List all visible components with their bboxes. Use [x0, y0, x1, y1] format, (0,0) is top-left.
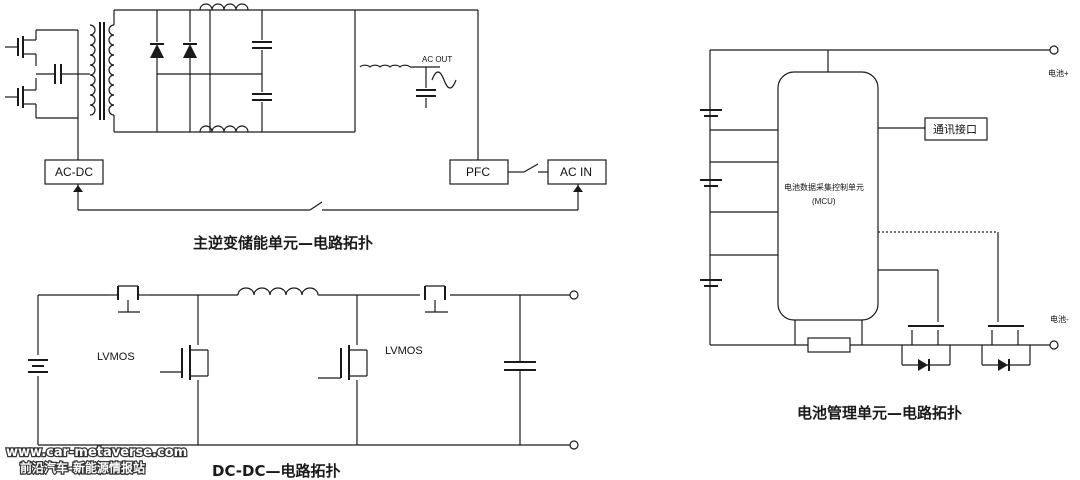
bms-protection-mosfet-2	[981, 325, 1031, 371]
bms-cell-3	[700, 279, 722, 287]
ac-out-sine-icon	[431, 71, 457, 89]
inverter-topology: AC OUT PFC AC IN AC-DC 主逆变储能单元—电路拓扑	[5, 3, 607, 252]
inverter-mosfet-bottom	[5, 78, 78, 119]
ac-dc-label: AC-DC	[55, 165, 93, 179]
mcu-label-line1: 电池数据采集控制单元	[784, 182, 864, 192]
dcdc-caption: DC-DC—电路拓扑	[212, 462, 341, 480]
current-sense-resistor	[807, 337, 851, 353]
comm-interface-label: 通讯接口	[933, 123, 977, 136]
inverter-transformer	[78, 10, 115, 132]
watermark: www.car-metaverse.com 前沿汽车-新能源情报站	[5, 444, 189, 477]
inverter-diode-right	[183, 10, 197, 132]
mcu-label-line2: (MCU)	[812, 197, 836, 206]
comm-interface-box	[924, 117, 988, 141]
battery-neg-terminal	[1049, 340, 1059, 350]
feedback-switch	[309, 201, 323, 211]
pfc-switch	[523, 163, 539, 173]
bms-topology: 电池+ 电池数据采集控制单元 (MCU) 通讯接口	[700, 45, 1069, 422]
watermark-subtitle: 前沿汽车-新能源情报站	[20, 460, 145, 475]
dcdc-mosfet-low-right	[318, 345, 368, 380]
bms-caption: 电池管理单元—电路拓扑	[797, 404, 962, 422]
dcdc-mosfet-high-left	[108, 285, 150, 313]
ac-dc-box	[44, 159, 104, 185]
bms-protection-mosfet-1	[901, 325, 951, 371]
dcdc-out-neg-terminal	[569, 440, 579, 450]
lvmos-right-label: LVMOS	[385, 345, 423, 357]
dcdc-inductor	[237, 287, 319, 296]
inverter-inductor-top	[199, 3, 249, 11]
bms-cell-1	[700, 109, 722, 117]
inverter-input-capacitor	[36, 64, 78, 84]
ac-in-label: AC IN	[560, 165, 592, 179]
ac-out-label: AC OUT	[422, 55, 452, 64]
dcdc-topology: LVMOS LVMOS DC-DC—电路拓扑	[28, 285, 579, 480]
dcdc-out-pos-terminal	[569, 290, 579, 300]
watermark-url: www.car-metaverse.com	[6, 445, 187, 460]
dcdc-output-capacitor	[504, 295, 536, 445]
battery-pos-terminal	[1049, 45, 1059, 55]
inverter-mosfet-top	[5, 29, 78, 66]
inverter-caption: 主逆变储能单元—电路拓扑	[193, 234, 373, 252]
dcdc-battery	[28, 359, 48, 373]
inverter-diode-left	[150, 10, 164, 132]
battery-pos-label: 电池+	[1048, 68, 1069, 78]
battery-neg-label: 电池-	[1050, 314, 1069, 324]
inverter-inductor-bottom	[199, 125, 249, 133]
inverter-output-inductor	[359, 64, 411, 68]
dcdc-mosfet-low-left	[160, 345, 209, 380]
pfc-label: PFC	[466, 165, 490, 179]
dcdc-mosfet-high-right	[424, 285, 448, 313]
ac-in-box	[547, 159, 607, 185]
bms-cell-2	[700, 179, 722, 187]
lvmos-left-label: LVMOS	[97, 351, 135, 363]
bms-mcu-box	[777, 71, 879, 321]
ac-out-capacitor	[416, 67, 436, 108]
